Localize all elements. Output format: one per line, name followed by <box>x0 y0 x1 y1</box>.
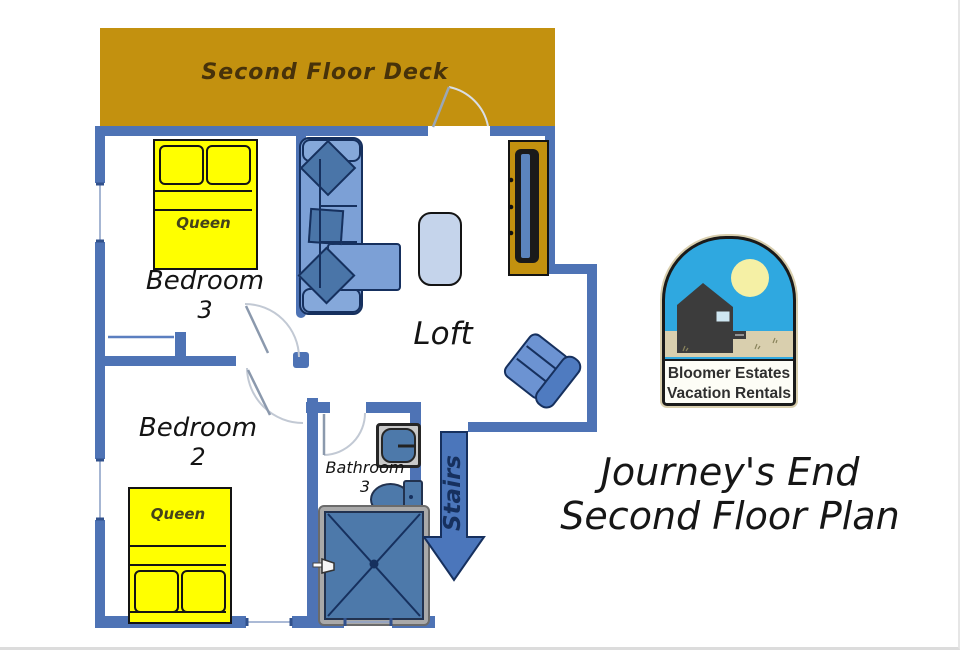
bedroom3-label-line2: 3 <box>197 296 213 324</box>
bedroom3-bed-fold <box>155 190 252 211</box>
logo-line2: Vacation Rentals <box>666 385 792 402</box>
wall-bathroom-top-a <box>306 402 330 413</box>
wall-closet-east <box>175 332 186 366</box>
tv-screen <box>521 154 530 258</box>
bedroom3-label: Bedroom 3 <box>125 266 285 324</box>
title-line1: Journey's End <box>600 450 860 494</box>
logo-line1: Bloomer Estates <box>667 365 791 382</box>
bedroom2-pillow-right <box>181 570 226 613</box>
bathroom-door <box>322 412 366 456</box>
bedroom2-bed-size-label: Queen <box>150 505 206 523</box>
bedroom3-pillow-right <box>206 145 251 185</box>
bathroom-label: Bathroom 3 <box>316 458 414 496</box>
bedroom2-label-line1: Bedroom <box>138 413 258 443</box>
logo-house <box>677 283 733 353</box>
bloomer-estates-logo: Bloomer Estates Vacation Rentals <box>662 236 796 406</box>
loft-ottoman <box>418 212 462 286</box>
wall-top-right <box>490 126 555 136</box>
bedroom3-bed-size-label: Queen <box>176 214 231 232</box>
wall-top-left <box>95 126 428 136</box>
plan-title: Journey's End Second Floor Plan <box>535 450 925 538</box>
sofa-pillow-middle <box>307 207 345 246</box>
bedroom2-bed-base <box>130 611 226 619</box>
logo-sun <box>731 259 769 297</box>
wall-loft-bottom <box>468 422 597 432</box>
wall-bedroom2-east <box>307 398 318 616</box>
bedroom2-label-line2: 2 <box>190 443 206 471</box>
logo-text-box: Bloomer Estates Vacation Rentals <box>665 359 793 403</box>
logo-house-scene <box>677 283 778 353</box>
logo-house-window <box>715 310 731 323</box>
loft-label: Loft <box>413 316 473 352</box>
bedroom2-bed-fold <box>130 545 226 566</box>
wall-bedroom-divider <box>95 356 236 366</box>
loft-armchair <box>499 325 586 413</box>
logo-grass <box>682 337 778 352</box>
wall-left-a <box>95 126 105 183</box>
stairs-label: Stairs <box>440 455 466 531</box>
wall-right-lower <box>587 264 597 432</box>
bedroom3-pillow-left <box>159 145 204 185</box>
wall-step <box>545 264 597 274</box>
wall-left-b <box>95 242 105 459</box>
shower-pan <box>324 511 424 620</box>
bedroom2-label: Bedroom 2 <box>118 413 278 471</box>
bedroom3-label-line1: Bedroom <box>145 266 265 296</box>
door-pivot-post <box>293 352 309 368</box>
title-line2: Second Floor Plan <box>560 494 900 538</box>
bedroom2-pillow-left <box>134 570 179 613</box>
wall-left-c <box>95 520 105 628</box>
wall-bathroom-top-b <box>366 402 421 413</box>
wall-right-upper <box>545 126 555 274</box>
bathroom-label-line1: Bathroom <box>325 458 405 477</box>
bathroom-label-line2: 3 <box>359 477 371 496</box>
deck-label: Second Floor Deck <box>201 60 449 85</box>
